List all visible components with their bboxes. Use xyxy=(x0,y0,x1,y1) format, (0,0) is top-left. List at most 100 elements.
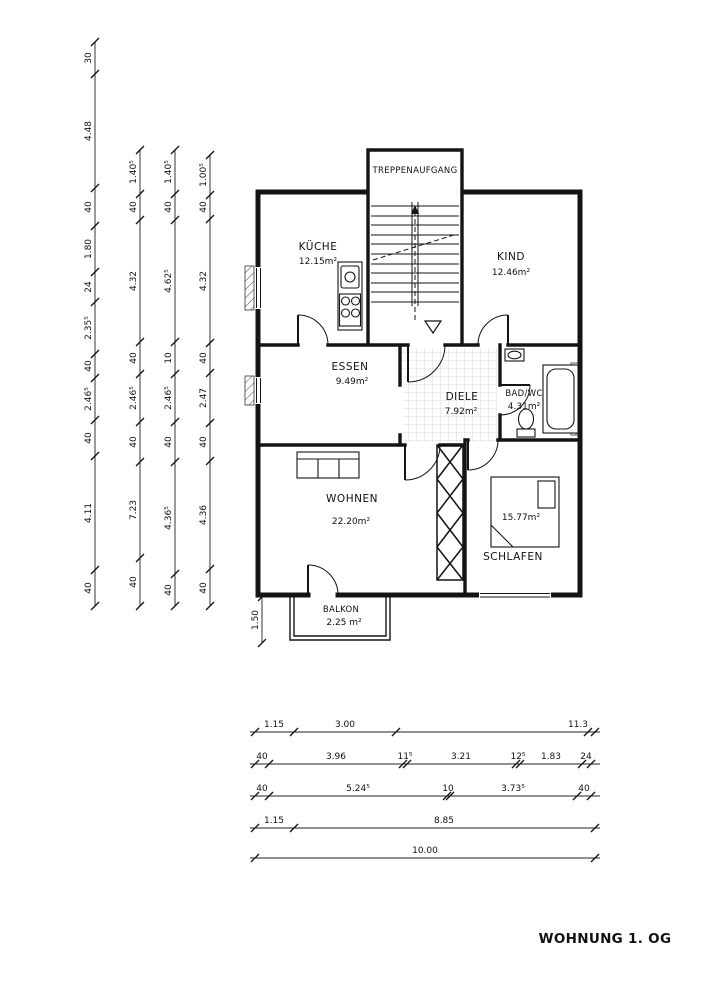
window-opening xyxy=(255,267,262,309)
dim-label: 1.80 xyxy=(84,239,94,259)
dim-label: 4.36 xyxy=(199,505,209,525)
room-labels: TREPPENAUFGANG KÜCHE 12.15m² KIND 12.46m… xyxy=(299,166,543,628)
dim-label: 3.96 xyxy=(326,752,346,762)
shaft xyxy=(436,444,464,581)
dim-label: 40 xyxy=(84,432,94,444)
dim-label: 1.15 xyxy=(264,816,284,826)
window-sill-hatch xyxy=(244,375,255,406)
dim-label: 4.48 xyxy=(84,121,94,141)
dim-label: 10.00 xyxy=(412,846,438,856)
dim-label: 40 xyxy=(199,201,209,213)
window-glazing xyxy=(256,268,550,598)
dim-label: 2.35⁵ xyxy=(84,316,94,340)
room-area: 15.77m² xyxy=(502,513,541,523)
door-leaf xyxy=(297,315,530,595)
dim-label: 40 xyxy=(164,201,174,213)
dim-label: 40 xyxy=(164,584,174,596)
dim-label: 1.15 xyxy=(264,720,284,730)
dim-label: 11⁵ xyxy=(397,752,412,762)
dim-label: 40 xyxy=(256,784,268,794)
dim-label: 24 xyxy=(580,752,592,762)
dim-label: 40 xyxy=(84,582,94,594)
dim-label: 30 xyxy=(84,52,94,64)
dim-label: 40 xyxy=(256,752,268,762)
dim-label: 40 xyxy=(199,352,209,364)
room-name: ESSEN xyxy=(332,361,369,373)
dim-label: 4.32 xyxy=(129,271,139,291)
dim-label: 11.3 xyxy=(568,720,588,730)
room-area: 22.20m² xyxy=(332,517,371,527)
dim-label: 1.50 xyxy=(251,610,261,630)
room-area: 12.46m² xyxy=(492,268,531,278)
dim-label: 4.36⁵ xyxy=(164,506,174,530)
room-name: KÜCHE xyxy=(299,240,338,253)
dim-label: 40 xyxy=(199,436,209,448)
window-opening xyxy=(479,592,551,599)
sink-icon xyxy=(504,348,525,362)
room-name: BAD/WC xyxy=(505,389,542,399)
room-name: SCHLAFEN xyxy=(483,551,543,563)
dim-label: 40 xyxy=(199,582,209,594)
toilet-icon xyxy=(516,408,536,438)
horizontal-dimension-labels: 1.15 3.00 11.3 40 3.96 11⁵ 3.21 12⁵ 1.83… xyxy=(256,720,592,856)
dim-label: 40 xyxy=(129,576,139,588)
dim-label: 40 xyxy=(164,436,174,448)
dim-label: 3.00 xyxy=(335,720,355,730)
dim-label: 1.40⁵ xyxy=(129,160,139,184)
kitchen-unit-icon xyxy=(337,261,363,331)
page-title: WOHNUNG 1. OG xyxy=(539,931,672,947)
dim-label: 4.62⁵ xyxy=(164,269,174,293)
room-area: 4.31m² xyxy=(508,402,541,412)
interior-walls xyxy=(256,148,582,597)
windows xyxy=(255,267,551,599)
room-name: BALKON xyxy=(323,605,359,615)
bathtub-icon xyxy=(542,364,579,434)
stair-cut-line xyxy=(372,233,458,261)
dim-label: 1.40⁵ xyxy=(164,160,174,184)
dim-label: 40 xyxy=(84,201,94,213)
bed-icon xyxy=(490,476,560,548)
dim-label: 1.83 xyxy=(541,752,561,762)
interior-wall xyxy=(256,148,582,597)
room-name: DIELE xyxy=(446,391,479,403)
balcony-outline xyxy=(289,595,391,641)
dim-label: 10 xyxy=(164,352,174,364)
stair-direction-arrow-icon xyxy=(411,205,419,214)
dim-label: 12⁵ xyxy=(510,752,525,762)
room-name: TREPPENAUFGANG xyxy=(372,166,458,176)
dimension-ticks xyxy=(90,37,600,863)
dim-label: 8.85 xyxy=(434,816,454,826)
dim-label: 3.73⁵ xyxy=(501,784,525,794)
room-area: 9.49m² xyxy=(336,377,369,387)
door-swing-arc xyxy=(297,314,531,596)
dim-label: 5.24⁵ xyxy=(346,784,370,794)
dim-label: 2.46⁵ xyxy=(164,386,174,410)
shaft-outline xyxy=(436,444,464,581)
dim-label: 10 xyxy=(442,784,454,794)
dimension-lines xyxy=(94,42,600,859)
dim-label: 24 xyxy=(84,281,94,293)
room-name: KIND xyxy=(497,251,525,263)
stair-level-marker-icon xyxy=(423,320,443,335)
dim-label: 1.00⁵ xyxy=(199,163,209,187)
dim-label: 2.46⁵ xyxy=(129,386,139,410)
room-area: 2.25 m² xyxy=(326,618,362,628)
dim-label: 40 xyxy=(129,436,139,448)
dim-label: 2.46⁵ xyxy=(84,387,94,411)
diele-floor-hatch xyxy=(403,348,497,442)
fixtures xyxy=(296,261,579,548)
dim-label: 40 xyxy=(129,201,139,213)
room-area: 12.15m² xyxy=(299,257,338,267)
dim-label: 4.32 xyxy=(199,271,209,291)
room-name: WOHNEN xyxy=(326,493,378,505)
room-area: 7.92m² xyxy=(445,407,478,417)
stair-stringer xyxy=(411,202,419,306)
dim-label: 4.11 xyxy=(84,503,94,523)
dim-label: 2.47 xyxy=(199,388,209,408)
doors xyxy=(297,314,531,596)
vertical-dimension-labels: 30 4.48 40 1.80 24 2.35⁵ 40 2.46⁵ 40 4.1… xyxy=(84,52,261,630)
dim-label: 40 xyxy=(129,352,139,364)
dim-label: 40 xyxy=(84,360,94,372)
